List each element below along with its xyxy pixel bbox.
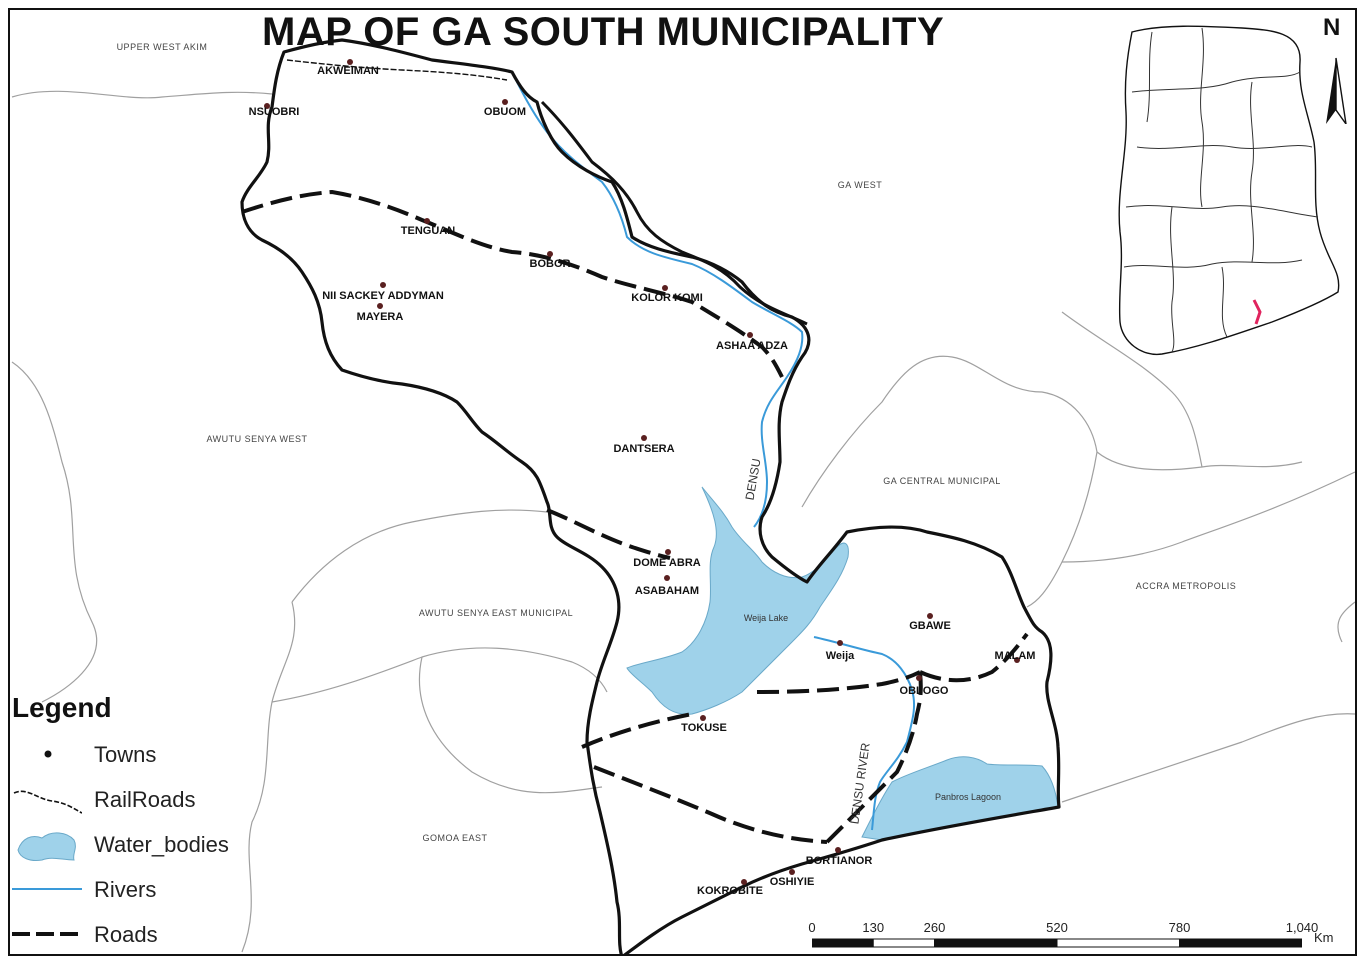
town-marker [837,640,843,646]
districts-layer: UPPER WEST AKIM GA WEST AWUTU SENYA WEST GA… [117,42,1237,843]
legend-label-railroads: RailRoads [94,787,196,812]
district-label: AWUTU SENYA WEST [206,434,307,444]
scale-segment [1179,938,1302,948]
town-marker [700,715,706,721]
town-label: DANTSERA [613,443,674,455]
town-marker [662,285,668,291]
district-label: GA CENTRAL MUNICIPAL [883,476,1001,486]
roads [241,189,1029,844]
scale-segment [812,938,874,948]
weija-lake [626,486,849,715]
scale-bar [812,938,1302,948]
town-marker [789,869,795,875]
legend-item-roads: Roads [12,914,272,959]
town-marker [927,613,933,619]
town-label: Weija [826,650,855,662]
town-label: NII SACKEY ADDYMAN [322,290,444,302]
town-label: BOBOR [530,258,571,270]
scale-segment [872,938,935,948]
legend-label-rivers: Rivers [94,877,157,902]
town-label: OBUOM [484,106,526,118]
town-marker [1014,657,1020,663]
boundary-north-ext [540,100,808,326]
town-label: KOLOR KOMI [631,292,703,304]
town-label: MAYERA [357,311,404,323]
town-marker [741,879,747,885]
town-label: AKWEIMAN [317,65,379,77]
legend-label-roads: Roads [94,922,158,947]
town-marker [424,218,430,224]
district-label: GA WEST [838,180,883,190]
scale-segment [934,938,1058,948]
towns-layer: AKWEIMAN NSUOBRI OBUOM TENGUAN BOBOR KOLOR KO… [249,59,1036,897]
scale-tick-label: 780 [1168,920,1191,935]
railroad [286,59,508,81]
inset-highlight [1252,299,1262,325]
district-label: UPPER WEST AKIM [117,42,208,52]
scale-tick-label: 1,040 [1285,920,1319,935]
town-marker [835,847,841,853]
town-marker [641,435,647,441]
district-label: ACCRA METROPOLIS [1136,581,1237,591]
legend-item-towns: Towns [12,734,272,779]
town-label: DOME ABRA [633,557,700,569]
road-line-icon [12,932,82,936]
scale-tick-label: 130 [862,920,885,935]
north-label: N [1323,14,1341,41]
legend: Legend Towns RailRoads Water_bodies Rive… [12,692,272,959]
ghana-inset [1118,25,1340,356]
district-label: GOMOA EAST [422,833,487,843]
town-marker [664,575,670,581]
north-arrow-icon [1326,57,1347,124]
district-label: AWUTU SENYA EAST MUNICIPAL [419,608,573,618]
map-frame: AKWEIMAN NSUOBRI OBUOM TENGUAN BOBOR KOLOR KO… [8,8,1357,956]
river-line-icon [12,888,82,890]
town-label: BORTIANOR [806,855,873,867]
scale-tick-label: 520 [1046,920,1068,935]
town-marker [747,332,753,338]
water-body-icon [17,832,76,861]
legend-item-rivers: Rivers [12,869,272,914]
town-label: TENGUAN [401,225,455,237]
town-marker [916,675,922,681]
town-marker [665,549,671,555]
town-label: OBLOGO [900,685,949,697]
river-label: DENSU RIVER [847,742,872,825]
legend-label-water: Water_bodies [94,832,229,857]
map-title: MAP OF GA SOUTH MUNICIPALITY [262,10,945,54]
water-label: Panbros Lagoon [935,792,1001,802]
legend-item-railroads: RailRoads [12,779,272,824]
town-label: TOKUSE [681,722,727,734]
map-canvas: AKWEIMAN NSUOBRI OBUOM TENGUAN BOBOR KOLOR KO… [11,25,1355,954]
town-marker [502,99,508,105]
town-label: GBAWE [909,620,951,632]
scale-unit: Km [1314,930,1334,945]
river-label: DENSU [743,457,764,501]
town-label: MALAM [995,650,1036,662]
town-marker [547,251,553,257]
town-label: KOKROBITE [697,885,763,897]
legend-label-towns: Towns [94,742,157,767]
town-marker [377,303,383,309]
scale-tick-label: 0 [808,920,816,935]
town-marker [380,282,386,288]
district-boundaries [11,90,1355,953]
town-marker [347,59,353,65]
town-label: OSHIYIE [770,876,815,888]
railroad-line-icon [13,790,82,814]
legend-title: Legend [12,692,112,723]
town-dot-icon [44,750,52,758]
scale-tick-label: 260 [923,920,946,935]
scale-segment [1056,938,1180,948]
town-label: ASABAHAM [635,585,699,597]
town-label: ASHAA ADZA [716,340,788,352]
town-marker [264,103,270,109]
legend-item-water: Water_bodies [12,824,272,869]
town-label: NSUOBRI [249,106,300,118]
water-label: Weija Lake [744,613,788,623]
